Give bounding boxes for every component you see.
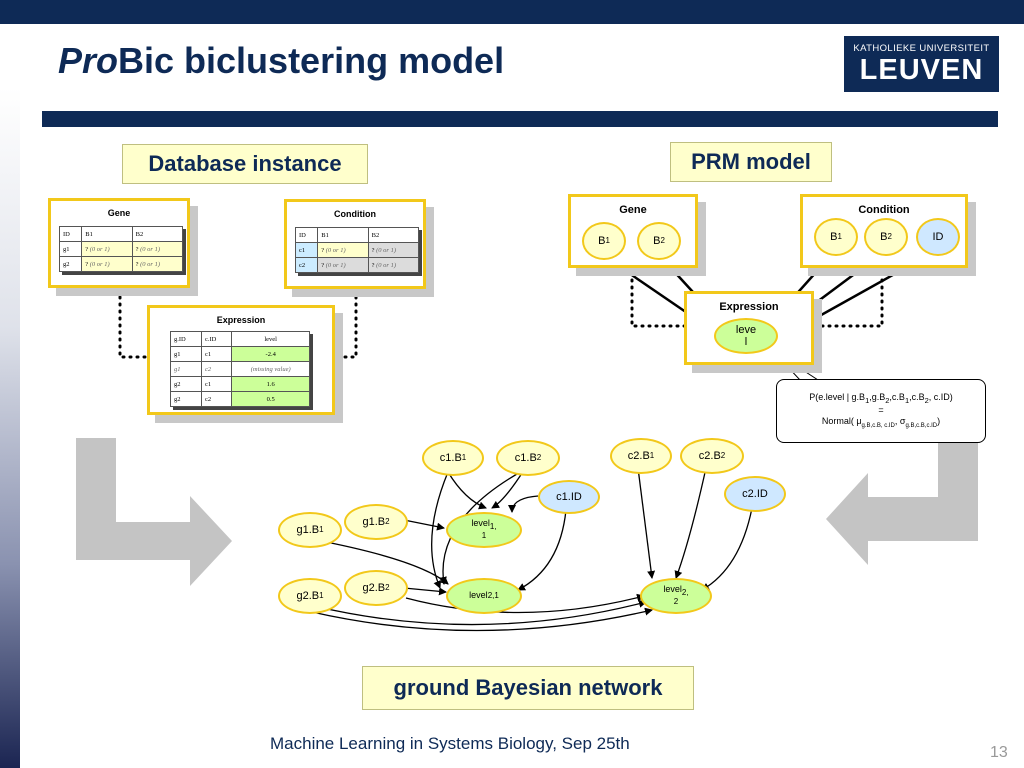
- db-condition-box: Condition ID B1 B2 c1 ? (0 or 1) ? (0 or…: [284, 199, 426, 289]
- left-flow-arrow: [76, 438, 232, 586]
- table-row: c1 ? (0 or 1) ? (0 or 1): [294, 242, 420, 258]
- db-expression-title: Expression: [216, 315, 266, 325]
- net-level22-node: level2,2: [640, 578, 712, 614]
- net-edge-g2b2-l22: [405, 593, 645, 614]
- db-expression-box: Expression g.ID c.ID level g1 c1 -2.4 g1…: [147, 305, 335, 415]
- net-level11-node: level1,1: [446, 512, 522, 548]
- net-edge-c1b1-l11: [447, 471, 487, 510]
- title-rule: [42, 111, 998, 127]
- prm-dotted-left: [630, 264, 688, 328]
- net-edge-g2b1-l21: [311, 607, 653, 632]
- prm-cond-id-node: ID: [916, 218, 960, 256]
- db-gene-title: Gene: [107, 208, 131, 218]
- table-header: B2: [367, 227, 420, 243]
- net-edge-g2b1-l22: [313, 599, 647, 626]
- net-edge-c1id-l21: [517, 509, 567, 591]
- db-gene-table: ID B1 B2 g1 ? (0 or 1) ? (0 or 1) g2 ? (…: [58, 226, 184, 272]
- table-row: g1 ? (0 or 1) ? (0 or 1): [58, 241, 184, 257]
- table-row: g2 ? (0 or 1) ? (0 or 1): [58, 256, 184, 272]
- slide-title: ProBic biclustering model: [58, 40, 505, 81]
- formula-line-2: =: [878, 405, 884, 415]
- cpd-formula-callout: P(e.level | g.B1,g.B2,c.B1,c.B2, c.ID) =…: [776, 379, 986, 443]
- table-header: c.ID: [200, 331, 233, 347]
- net-c2id-node: c2.ID: [724, 476, 786, 512]
- db-expression-table: g.ID c.ID level g1 c1 -2.4 g1 c2 (missin…: [170, 331, 310, 407]
- table-row: c2 ? (0 or 1) ? (0 or 1): [294, 257, 420, 273]
- prm-gene-title: Gene: [619, 204, 647, 216]
- kuleuven-logo: KATHOLIEKE UNIVERSITEIT LEUVEN: [844, 36, 999, 92]
- db-condition-table: ID B1 B2 c1 ? (0 or 1) ? (0 or 1) c2 ? (…: [294, 227, 420, 273]
- table-row: g1 c1 -2.4: [170, 346, 310, 362]
- net-edge-c2b1-l22: [637, 467, 656, 579]
- prm-model-label: PRM model: [670, 142, 832, 182]
- prm-expression-title: Expression: [719, 301, 779, 313]
- table-header: B2: [131, 226, 184, 242]
- ground-bayesian-network-label: ground Bayesian network: [362, 666, 694, 710]
- top-bar: [0, 0, 1024, 24]
- db-condition-title: Condition: [334, 209, 376, 219]
- table-row: g2 c1 1.6: [170, 376, 310, 392]
- table-header: B1: [317, 227, 369, 243]
- db-dotted-left: [118, 295, 152, 359]
- net-c1id-node: c1.ID: [538, 480, 600, 514]
- net-edge-g1b2-l11: [403, 519, 445, 531]
- net-edge-g2b2-l21: [403, 587, 447, 596]
- footer-text: Machine Learning in Systems Biology, Sep…: [270, 734, 630, 753]
- db-dotted-right: [332, 295, 358, 359]
- right-flow-arrow: [826, 438, 978, 565]
- net-edge-c1id-l11: [508, 495, 539, 513]
- prm-condition-title: Condition: [858, 204, 910, 216]
- net-edge-c1b2-l11: [491, 469, 525, 509]
- formula-line-3: Normal( μg.B,c.B, c.ID, σg.B,c.B,c.ID): [821, 415, 941, 429]
- table-header: level: [231, 331, 310, 347]
- net-edge-c2b2-l22: [674, 467, 707, 579]
- table-header: ID: [58, 226, 83, 242]
- table-header: g.ID: [170, 331, 202, 347]
- table-header: B1: [81, 226, 133, 242]
- table-row: g1 c2 (missing value): [170, 361, 310, 377]
- table-header: ID: [294, 227, 319, 243]
- prm-dotted-right: [808, 264, 884, 328]
- side-gradient: [0, 88, 20, 768]
- page-number: 13: [990, 744, 1008, 761]
- table-row: g2 c2 0.5: [170, 391, 310, 407]
- db-gene-box: Gene ID B1 B2 g1 ? (0 or 1) ? (0 or 1) g…: [48, 198, 190, 288]
- formula-line-1: P(e.level | g.B1,g.B2,c.B1,c.B2, c.ID): [809, 392, 953, 405]
- net-edge-c1b1-l21: [431, 471, 449, 589]
- database-instance-label: Database instance: [122, 144, 368, 184]
- net-edge-g1b1-l21: [315, 539, 449, 585]
- net-edge-c2id-l22: [701, 507, 753, 591]
